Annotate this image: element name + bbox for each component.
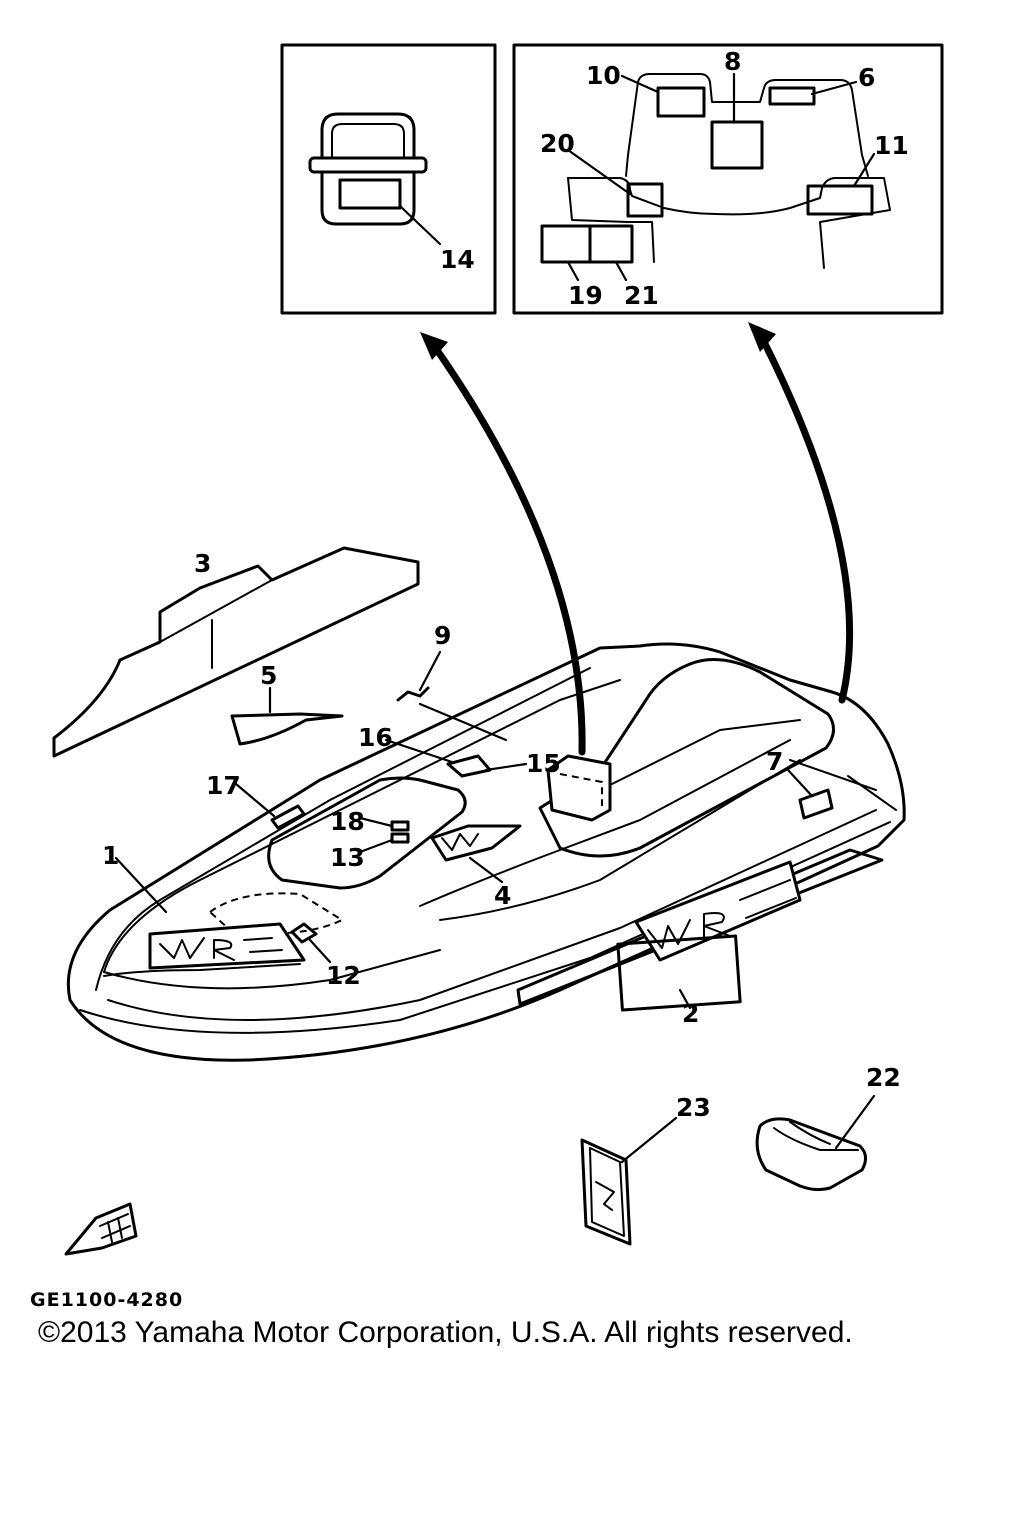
callout-6: 6 bbox=[858, 63, 875, 92]
callout-11: 11 bbox=[874, 131, 909, 160]
diagram-code: GE1100-4280 bbox=[30, 1289, 183, 1311]
front-arrow-icon bbox=[64, 1202, 138, 1256]
copyright-notice: ©2013 Yamaha Motor Corporation, U.S.A. A… bbox=[38, 1316, 853, 1349]
label-17: 17 bbox=[206, 771, 306, 830]
part-23-card: 23 bbox=[580, 1093, 711, 1246]
callout-13: 13 bbox=[330, 843, 365, 872]
decal-3: 3 bbox=[52, 546, 420, 758]
callout-16: 16 bbox=[358, 723, 393, 752]
arrow-head-left bbox=[420, 332, 448, 360]
callout-17: 17 bbox=[206, 771, 241, 800]
arrow-head-right bbox=[748, 322, 776, 352]
callout-14: 14 bbox=[440, 245, 475, 274]
watercraft-hull bbox=[66, 642, 906, 1062]
callout-19: 19 bbox=[568, 281, 603, 310]
inset-handle: 14 bbox=[280, 43, 497, 315]
callout-3: 3 bbox=[194, 549, 211, 578]
decal-5: 5 bbox=[230, 661, 344, 746]
label-9: 9 bbox=[396, 621, 508, 742]
label-12: 12 bbox=[290, 922, 361, 990]
callout-2: 2 bbox=[682, 999, 699, 1028]
callout-1: 1 bbox=[102, 841, 119, 870]
label-7: 7 bbox=[766, 747, 834, 820]
decal-1: 1 bbox=[102, 841, 306, 977]
pointer-arrows bbox=[420, 322, 854, 756]
callout-23: 23 bbox=[676, 1093, 711, 1122]
labels-15-16: 16 15 bbox=[358, 723, 561, 778]
callout-8: 8 bbox=[724, 47, 741, 76]
labels-13-18: 18 13 bbox=[330, 807, 410, 872]
callout-7: 7 bbox=[766, 747, 783, 776]
decal-2: 2 bbox=[616, 860, 802, 1028]
callout-22: 22 bbox=[866, 1063, 901, 1092]
callout-15: 15 bbox=[526, 749, 561, 778]
part-22-pad: 22 bbox=[755, 1063, 901, 1192]
callout-4: 4 bbox=[494, 881, 511, 910]
callout-18: 18 bbox=[330, 807, 365, 836]
callout-9: 9 bbox=[434, 621, 451, 650]
inset-console: 10 8 6 11 20 19 21 bbox=[512, 43, 944, 315]
callout-12: 12 bbox=[326, 961, 361, 990]
callout-21: 21 bbox=[624, 281, 659, 310]
callout-5: 5 bbox=[260, 661, 277, 690]
callout-10: 10 bbox=[586, 61, 621, 90]
callout-20: 20 bbox=[540, 129, 575, 158]
decal-4: 4 bbox=[430, 824, 522, 910]
